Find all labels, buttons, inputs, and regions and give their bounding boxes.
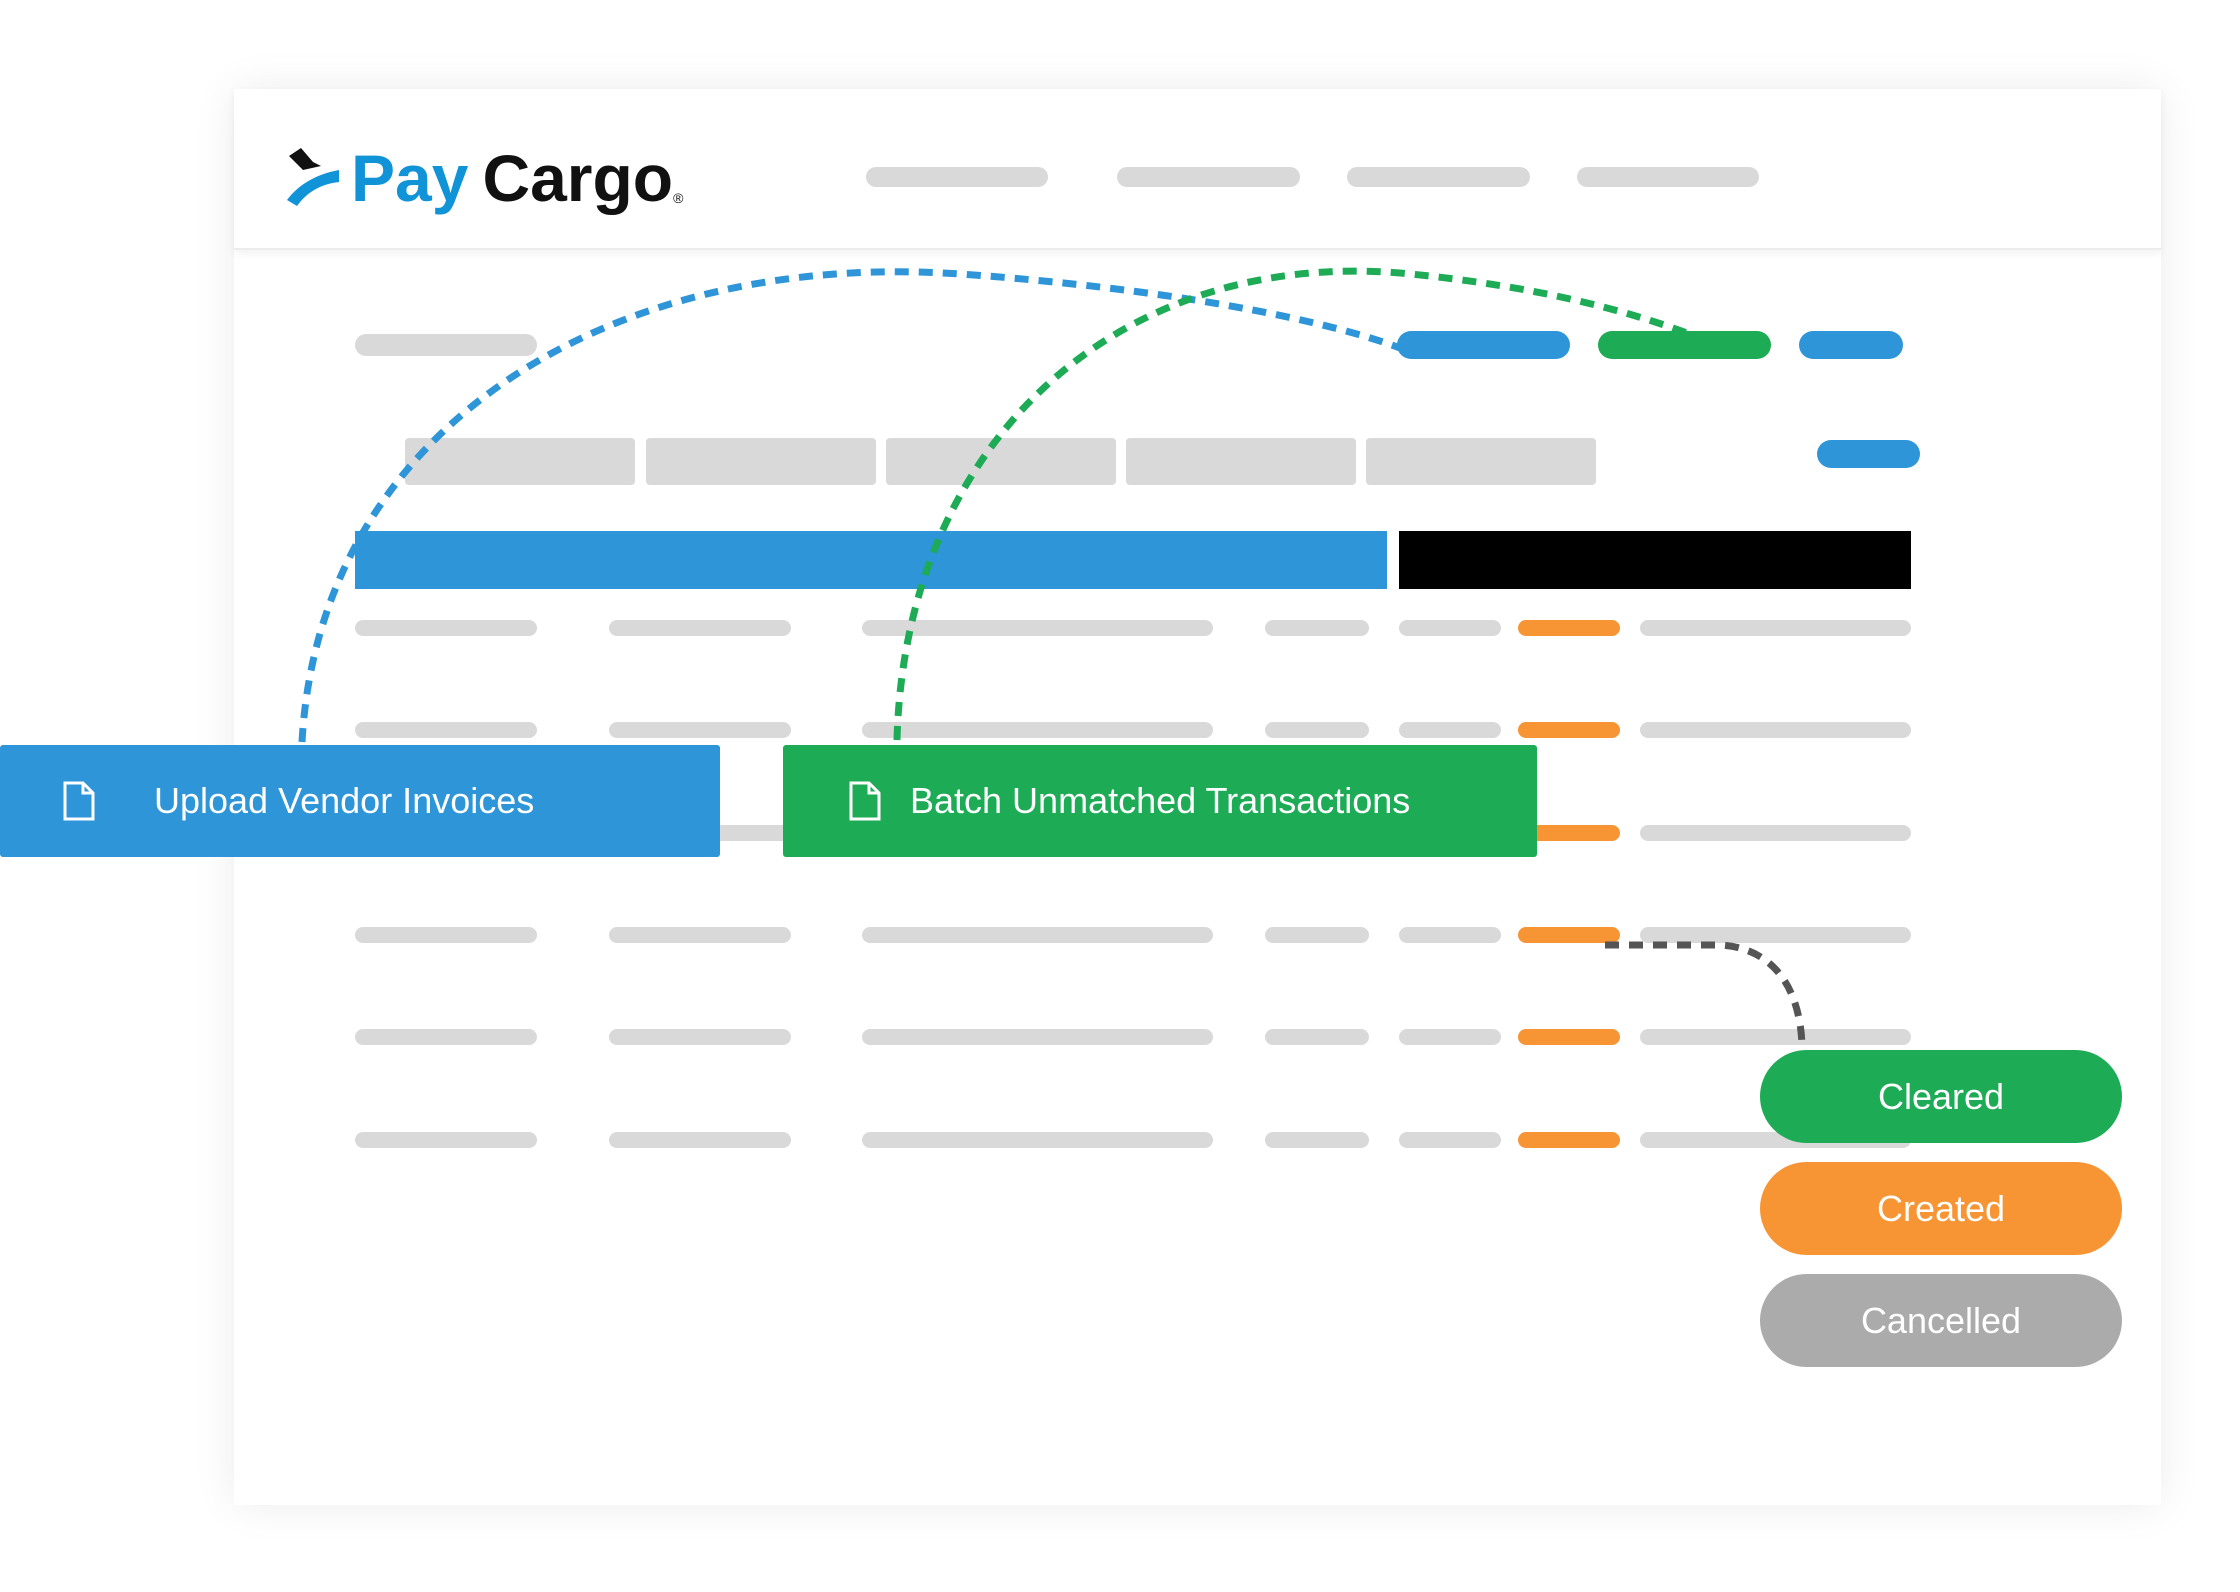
row-5-cell-4 bbox=[1265, 1029, 1369, 1045]
logo-registered: ® bbox=[673, 190, 684, 206]
row-3-cell-7 bbox=[1640, 825, 1911, 841]
status-cleared[interactable]: Cleared bbox=[1760, 1050, 2122, 1143]
row-1-cell-1 bbox=[355, 620, 537, 636]
page-title-placeholder bbox=[355, 334, 537, 356]
tab-4[interactable] bbox=[1126, 438, 1356, 485]
upload-vendor-invoices-button[interactable]: Upload Vendor Invoices bbox=[0, 745, 720, 857]
row-5-cell-2 bbox=[609, 1029, 791, 1045]
batch-unmatched-transactions-button[interactable]: Batch Unmatched Transactions bbox=[783, 745, 1537, 857]
row-1-cell-5 bbox=[1399, 620, 1501, 636]
tab-1[interactable] bbox=[405, 438, 635, 485]
tab-3[interactable] bbox=[886, 438, 1116, 485]
row-6-cell-4 bbox=[1265, 1132, 1369, 1148]
tab-2[interactable] bbox=[646, 438, 876, 485]
row-4-cell-2 bbox=[609, 927, 791, 943]
row-2-cell-6 bbox=[1518, 722, 1620, 738]
row-1-cell-4 bbox=[1265, 620, 1369, 636]
logo-cargo: Cargo bbox=[482, 141, 674, 215]
row-6-cell-1 bbox=[355, 1132, 537, 1148]
nav-item-2[interactable] bbox=[1117, 167, 1300, 187]
table-header-black bbox=[1399, 531, 1911, 589]
document-icon bbox=[63, 781, 95, 821]
filter-button[interactable] bbox=[1817, 440, 1920, 468]
row-4-cell-3 bbox=[862, 927, 1213, 943]
row-6-cell-5 bbox=[1399, 1132, 1501, 1148]
row-5-cell-7 bbox=[1640, 1029, 1911, 1045]
row-5-cell-1 bbox=[355, 1029, 537, 1045]
green-dashed-arrow bbox=[893, 267, 1689, 741]
row-2-cell-3 bbox=[862, 722, 1213, 738]
row-2-cell-4 bbox=[1265, 722, 1369, 738]
row-2-cell-1 bbox=[355, 722, 537, 738]
row-4-cell-6 bbox=[1518, 927, 1620, 943]
nav-item-3[interactable] bbox=[1347, 167, 1530, 187]
logo-mark-icon bbox=[287, 148, 339, 206]
status-cancelled[interactable]: Cancelled bbox=[1760, 1274, 2122, 1367]
row-6-cell-6 bbox=[1518, 1132, 1620, 1148]
action-pill-blue[interactable] bbox=[1397, 331, 1570, 359]
row-2-cell-5 bbox=[1399, 722, 1501, 738]
row-6-cell-3 bbox=[862, 1132, 1213, 1148]
row-2-cell-7 bbox=[1640, 722, 1911, 738]
row-3-cell-6 bbox=[1518, 825, 1620, 841]
status-created-label: Created bbox=[1876, 1187, 2006, 1229]
row-1-cell-6 bbox=[1518, 620, 1620, 636]
nav-item-1[interactable] bbox=[866, 167, 1048, 187]
row-4-cell-5 bbox=[1399, 927, 1501, 943]
action-pill-blue-small[interactable] bbox=[1799, 331, 1903, 359]
row-1-cell-7 bbox=[1640, 620, 1911, 636]
table-header-blue bbox=[355, 531, 1387, 589]
tab-5[interactable] bbox=[1366, 438, 1596, 485]
row-1-cell-2 bbox=[609, 620, 791, 636]
status-cleared-label: Cleared bbox=[1877, 1075, 2005, 1117]
nav-item-4[interactable] bbox=[1577, 167, 1759, 187]
row-5-cell-5 bbox=[1399, 1029, 1501, 1045]
row-4-cell-4 bbox=[1265, 927, 1369, 943]
gray-dashed-arrow bbox=[1605, 941, 1806, 1046]
status-cancelled-label: Cancelled bbox=[1860, 1299, 2022, 1341]
row-5-cell-3 bbox=[862, 1029, 1213, 1045]
batch-label: Batch Unmatched Transactions bbox=[910, 780, 1411, 821]
row-4-cell-1 bbox=[355, 927, 537, 943]
logo-pay: Pay bbox=[351, 141, 469, 215]
row-4-cell-7 bbox=[1640, 927, 1911, 943]
upload-label: Upload Vendor Invoices bbox=[154, 780, 535, 821]
row-6-cell-2 bbox=[609, 1132, 791, 1148]
paycargo-logo[interactable]: Pay Cargo ® bbox=[287, 140, 683, 216]
status-created[interactable]: Created bbox=[1760, 1162, 2122, 1255]
row-1-cell-3 bbox=[862, 620, 1213, 636]
document-icon bbox=[849, 781, 881, 821]
blue-dashed-arrow bbox=[298, 268, 1402, 743]
row-5-cell-6 bbox=[1518, 1029, 1620, 1045]
row-2-cell-2 bbox=[609, 722, 791, 738]
